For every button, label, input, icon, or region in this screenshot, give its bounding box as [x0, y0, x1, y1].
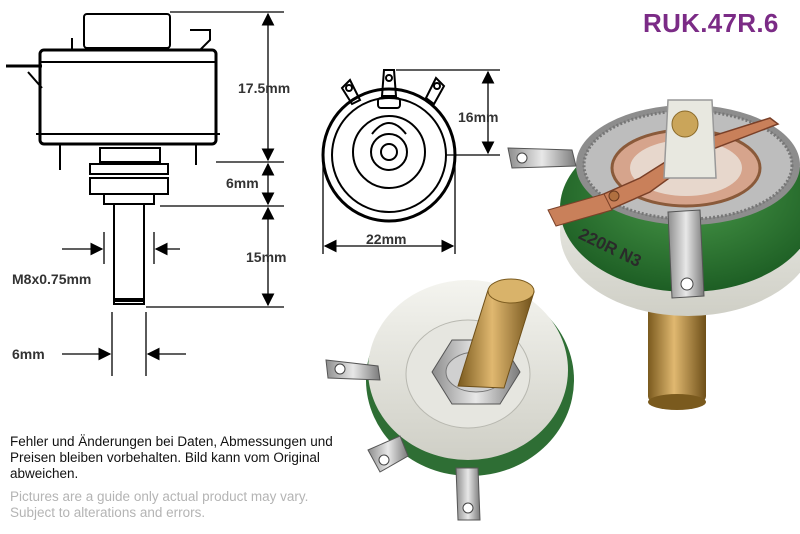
disclaimer-german-line: abweichen.	[10, 466, 79, 481]
dim-mount-height-label: 16mm	[458, 109, 498, 125]
disclaimer-english-line: Pictures are a guide only actual product…	[10, 489, 309, 504]
dim-height-label: 17.5mm	[238, 80, 290, 96]
front-view-dimensions	[322, 69, 500, 254]
front-view-drawing	[321, 69, 457, 223]
disclaimer-english-line: Subject to alterations and errors.	[10, 505, 206, 520]
side-view-dimensions	[62, 11, 284, 376]
product-code: RUK.47R.6	[643, 8, 779, 38]
disclaimer-english: Pictures are a guide only actual product…	[10, 489, 370, 521]
dim-bushing-label: 6mm	[226, 175, 259, 191]
dim-body-diameter-label: 22mm	[366, 231, 406, 247]
disclaimer-german-line: Fehler und Änderungen bei Daten, Abmessu…	[10, 434, 333, 449]
dim-shaft-length-label: 15mm	[246, 249, 286, 265]
product-photo-back: 220R N3	[507, 99, 800, 410]
disclaimer-german-line: Preisen bleiben vorbehalten. Bild kann v…	[10, 450, 320, 465]
disclaimer-german: Fehler und Änderungen bei Daten, Abmessu…	[10, 434, 370, 482]
side-view-drawing	[6, 13, 220, 305]
dim-shaft-diameter-label: 6mm	[12, 346, 45, 362]
dim-thread-label: M8x0.75mm	[12, 271, 91, 287]
product-photo-front	[325, 278, 574, 521]
